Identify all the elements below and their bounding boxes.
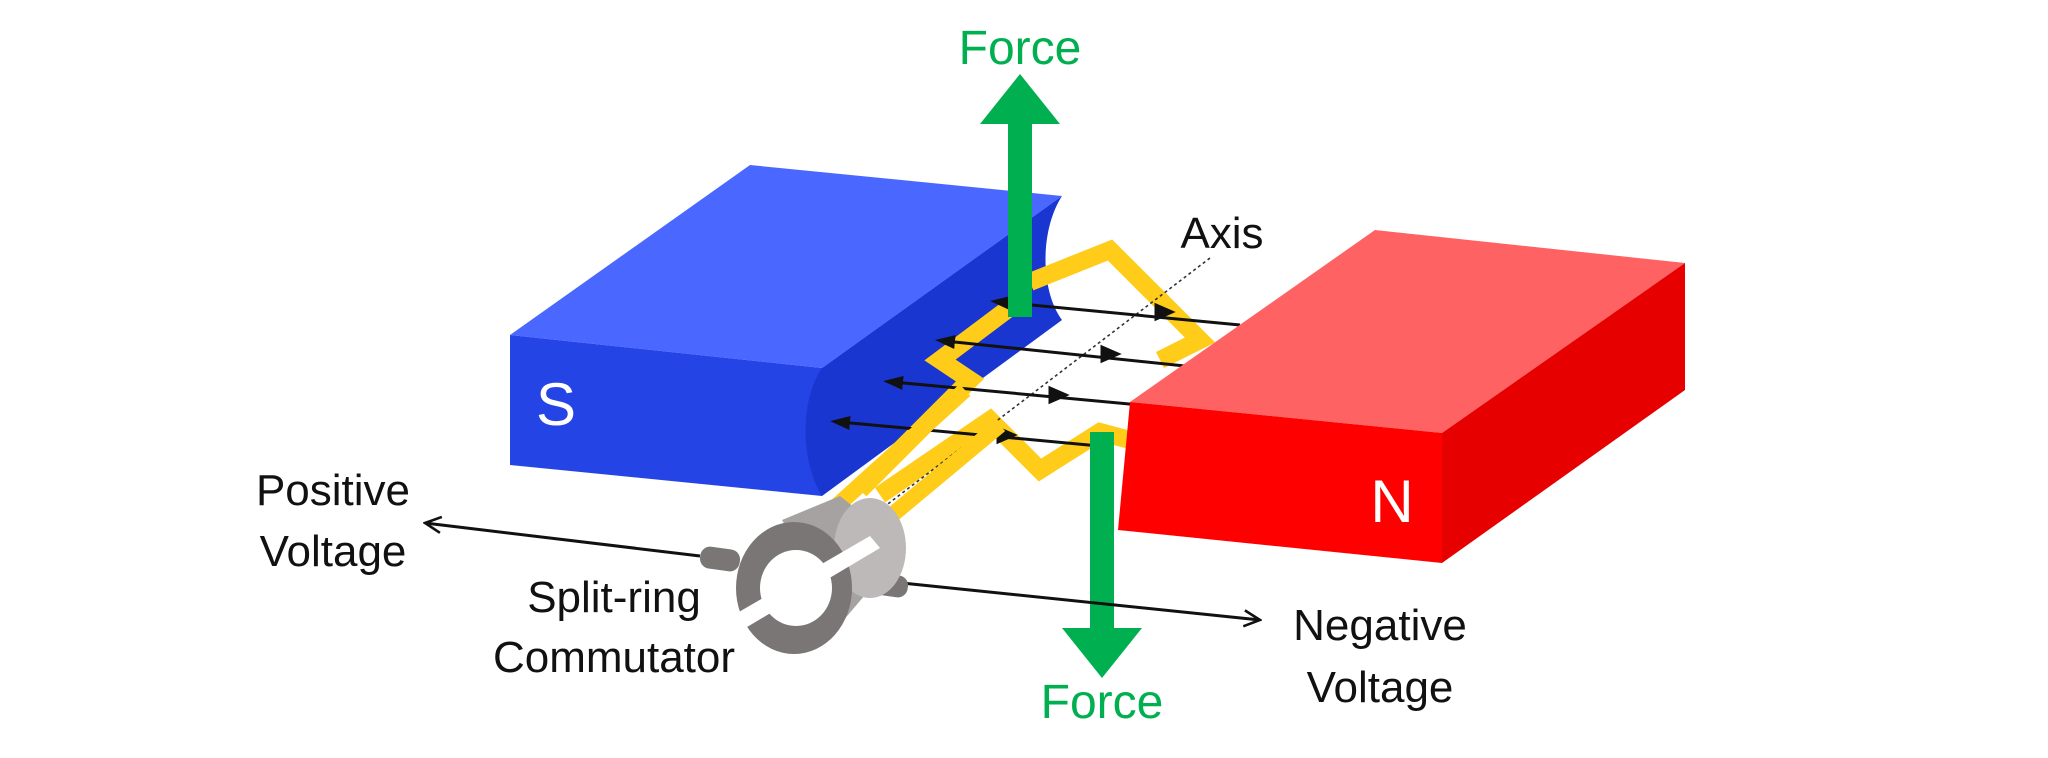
commutator-label-line2: Commutator	[493, 633, 735, 682]
north-magnet-front-face	[1118, 402, 1442, 563]
south-magnet: S	[510, 165, 1062, 496]
split-ring-commutator	[699, 496, 909, 654]
force-arrow-up-shaft	[1008, 122, 1032, 317]
north-magnet-top-face	[1130, 230, 1685, 433]
field-line-1	[990, 295, 1241, 327]
coil-lead-1	[824, 384, 971, 518]
commutator-pin-left	[699, 546, 741, 572]
south-magnet-front-face	[510, 335, 822, 496]
north-magnet-right-face	[1442, 263, 1685, 563]
force-arrow-down	[1062, 432, 1142, 678]
negative-voltage-label-line2: Voltage	[1307, 663, 1454, 712]
field-line-arrowhead	[1100, 344, 1122, 364]
force-arrow-down-head	[1062, 628, 1142, 678]
south-magnet-top-face	[510, 165, 1062, 368]
field-line-2	[935, 335, 1186, 368]
north-pole-label: N	[1370, 468, 1413, 535]
positive-voltage-label-line1: Positive	[256, 466, 410, 515]
south-magnet-right-face	[805, 196, 1062, 496]
force-label-top: Force	[959, 22, 1082, 75]
field-line-3	[883, 375, 1141, 407]
field-line-arrowhead	[1048, 385, 1070, 405]
magnetic-field-lines	[830, 295, 1241, 449]
commutator-split-gap	[732, 536, 880, 630]
coil-wire-upper	[1026, 239, 1216, 369]
south-pole-label: S	[536, 371, 576, 438]
positive-voltage-label-line2: Voltage	[260, 527, 407, 576]
force-label-bottom: Force	[1041, 676, 1164, 729]
force-arrow-up	[980, 74, 1060, 317]
negative-voltage-line	[901, 581, 1260, 620]
force-arrow-down-shaft	[1090, 432, 1114, 632]
commutator-label-line1: Split-ring	[527, 573, 701, 622]
north-magnet: N	[1118, 230, 1685, 563]
field-line-4	[830, 415, 1111, 449]
field-line-arrowhead	[1154, 302, 1176, 322]
positive-voltage-line	[425, 523, 701, 558]
negative-voltage-label-line1: Negative	[1293, 601, 1467, 650]
axis-label: Axis	[1180, 209, 1263, 258]
force-arrow-up-head	[980, 74, 1060, 124]
